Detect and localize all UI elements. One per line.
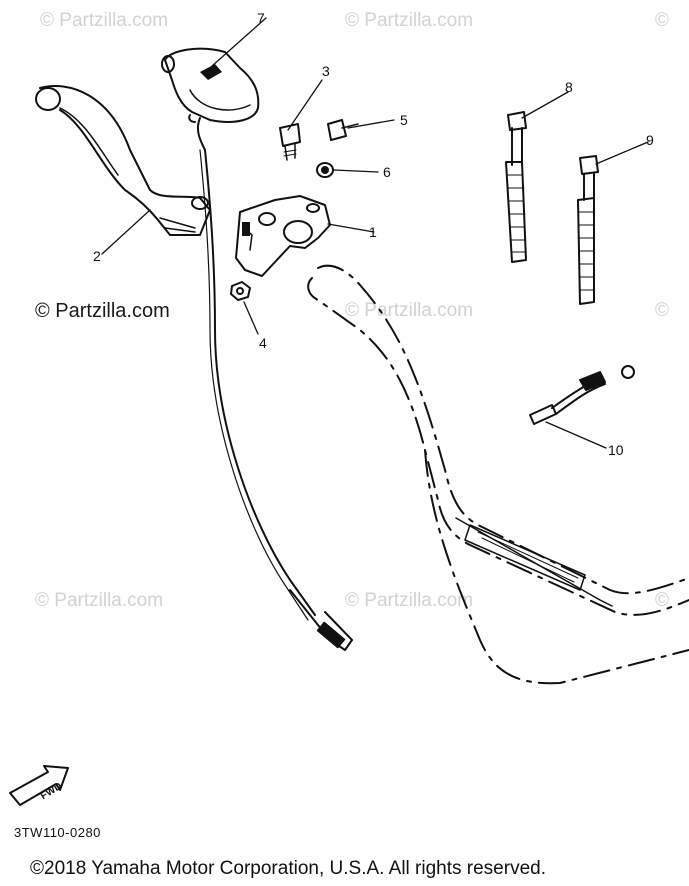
watermark: © Partzilla.com: [345, 10, 474, 31]
washer-6: [316, 162, 334, 178]
cable-band-9: [577, 155, 599, 305]
callout-1: 1: [369, 224, 377, 240]
callout-3: 3: [322, 63, 330, 79]
bolt-5: [327, 119, 359, 141]
watermark: © Partzilla.com: [345, 300, 474, 321]
handlebar: [307, 264, 689, 685]
watermark: © Partzilla.com: [40, 10, 169, 31]
callout-4: 4: [259, 335, 267, 351]
callout-2: 2: [93, 248, 101, 264]
callout-8: 8: [565, 79, 573, 95]
cable-band-8: [505, 111, 527, 263]
watermark-main: © Partzilla.com: [35, 300, 170, 322]
callout-7: 7: [257, 10, 265, 26]
switch-7: [161, 47, 260, 151]
watermark: © Partzilla.com: [35, 590, 164, 611]
leader-lines: [101, 17, 649, 449]
watermark-partial: ©: [655, 590, 669, 611]
clutch-lever: [35, 84, 211, 236]
switch-cable: [199, 149, 353, 651]
watermark: © Partzilla.com: [345, 590, 474, 611]
copyright-notice: ©2018 Yamaha Motor Corporation, U.S.A. A…: [30, 858, 546, 879]
nut-4: [230, 281, 251, 301]
bolt-3: [279, 123, 301, 161]
callout-5: 5: [400, 112, 408, 128]
watermark-partial: ©: [655, 300, 669, 321]
watermark-partial: ©: [655, 10, 669, 31]
callout-10: 10: [608, 442, 624, 458]
callout-9: 9: [646, 132, 654, 148]
fwd-arrow-icon: [9, 765, 69, 806]
callout-6: 6: [383, 164, 391, 180]
diagram-code: 3TW110-0280: [14, 825, 101, 840]
lead-wire-10: [529, 365, 635, 425]
lever-holder: [235, 195, 331, 277]
